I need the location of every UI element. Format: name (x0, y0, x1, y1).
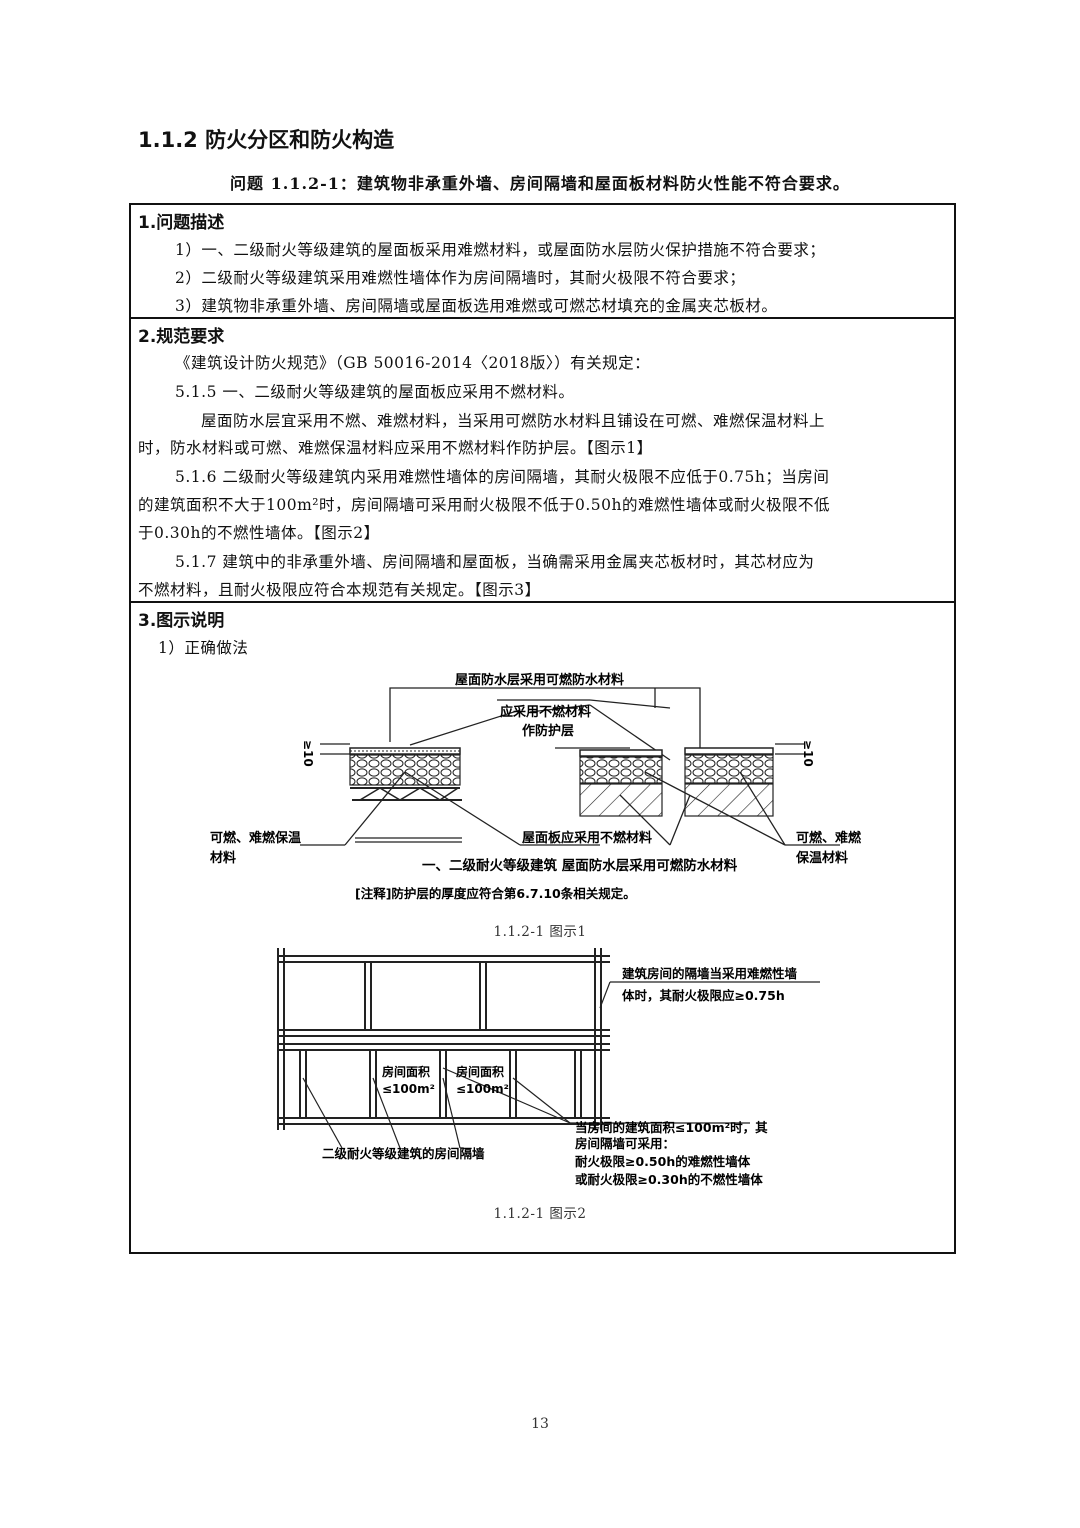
label-mid1: 应采用不燃材料 (500, 704, 591, 720)
figure-1-title: 一、二级耐火等级建筑 屋面防水层采用可燃防水材料 (422, 857, 738, 874)
room1-line1: 房间面积 (382, 1064, 430, 1079)
code-line: 的建筑面积不大于100m²时，房间隔墙可采用耐火极限不低于0.50h的难燃性墙体… (138, 496, 830, 514)
figure-1-note: [注释]防护层的厚度应符合第6.7.10条相关规定。 (355, 886, 636, 901)
problem-title: 问题 1.1.2-1：建筑物非承重外墙、房间隔墙和屋面板材料防火性能不符合要求。 (230, 174, 850, 193)
label-top: 屋面防水层采用可燃防水材料 (455, 672, 624, 688)
label-right1: 当房间的建筑面积≤100m²时，其 (575, 1120, 768, 1135)
label-left1: 可燃、难燃保温 (210, 830, 301, 846)
label-board: 屋面板应采用不燃材料 (522, 830, 652, 846)
label-top1: 建筑房间的隔墙当采用难燃性墙 (622, 966, 798, 981)
code-line: 不燃材料，且耐火极限应符合本规范有关规定。【图示3】 (138, 581, 541, 599)
problem-item: 1）一、二级耐火等级建筑的屋面板采用难燃材料，或屋面防水层防火保护措施不符合要求… (175, 241, 826, 259)
problem-description-header: 1.问题描述 (138, 213, 225, 233)
label-right3: 耐火极限≥0.50h的难燃性墙体 (575, 1154, 751, 1169)
room2-line2: ≤100m² (456, 1082, 509, 1096)
figure-2-leaders (302, 981, 820, 1149)
code-requirements-header: 2.规范要求 (138, 327, 225, 347)
building-frame (277, 948, 610, 1130)
illustration-header: 3.图示说明 (138, 611, 225, 631)
label-left2: 材料 (210, 850, 236, 866)
code-line: 屋面防水层宜采用不燃、难燃材料，当采用可燃防水材料且铺设在可燃、难燃保温材料上 (201, 412, 826, 430)
label-top2: 体时，其耐火极限应≥0.75h (622, 988, 785, 1003)
figure-2-partition-diagram: 建筑房间的隔墙当采用难燃性墙 体时，其耐火极限应≥0.75h 房间面积 ≤100… (277, 948, 820, 1187)
label-right4: 或耐火极限≥0.30h的不燃性墙体 (575, 1172, 763, 1187)
code-line: 5.1.6 二级耐火等级建筑内采用难燃性墙体的房间隔墙，其耐火极限不应低于0.7… (175, 468, 830, 486)
room2-line1: 房间面积 (456, 1064, 504, 1079)
label-left: 二级耐火等级建筑的房间隔墙 (322, 1146, 485, 1161)
illustration-box (129, 601, 956, 1254)
problem-item: 3）建筑物非承重外墙、房间隔墙或屋面板选用难燃或可燃芯材填充的金属夹芯板材。 (175, 297, 778, 315)
code-line: 于0.30h的不燃性墙体。【图示2】 (138, 524, 380, 542)
code-line: 时，防水材料或可燃、难燃保温材料应采用不燃材料作防护层。【图示1】 (138, 439, 653, 457)
label-mid2: 作防护层 (522, 723, 574, 739)
roof-assembly-mid (579, 749, 663, 817)
label-right2: 保温材料 (795, 850, 848, 866)
label-right1: 可燃、难燃 (796, 830, 862, 846)
code-line: 《建筑设计防火规范》（GB 50016-2014〈2018版〉）有关规定： (175, 354, 651, 372)
figure-2-caption: 1.1.2-1 图示2 (493, 1206, 587, 1222)
dim-right: ≥10 (801, 740, 815, 767)
section-title: 1.1.2 防火分区和防火构造 (138, 128, 395, 152)
bottom-leaders (300, 771, 840, 846)
figure-1-caption: 1.1.2-1 图示1 (493, 924, 587, 940)
room1-line2: ≤100m² (382, 1082, 435, 1096)
illustration-subheader: 1）正确做法 (158, 639, 249, 657)
dim-left: ≥10 (301, 740, 315, 767)
page-number: 13 (531, 1416, 549, 1432)
label-right2: 房间隔墙可采用： (575, 1136, 675, 1151)
code-line: 5.1.7 建筑中的非承重外墙、房间隔墙和屋面板，当确需采用金属夹芯板材时，其芯… (175, 553, 815, 571)
figure-1-roof-diagram: ≥10 ≥10 屋面防水层采用可燃防水材料 应采用不燃材料 作防护层 可燃、难燃… (210, 672, 862, 901)
roof-assembly-right (684, 747, 774, 817)
dimension-marks (320, 743, 805, 843)
problem-item: 2）二级耐火等级建筑采用难燃性墙体作为房间隔墙时，其耐火极限不符合要求； (175, 269, 746, 287)
code-line: 5.1.5 一、二级耐火等级建筑的屋面板应采用不燃材料。 (175, 383, 575, 401)
roof-assembly-left (349, 747, 462, 801)
